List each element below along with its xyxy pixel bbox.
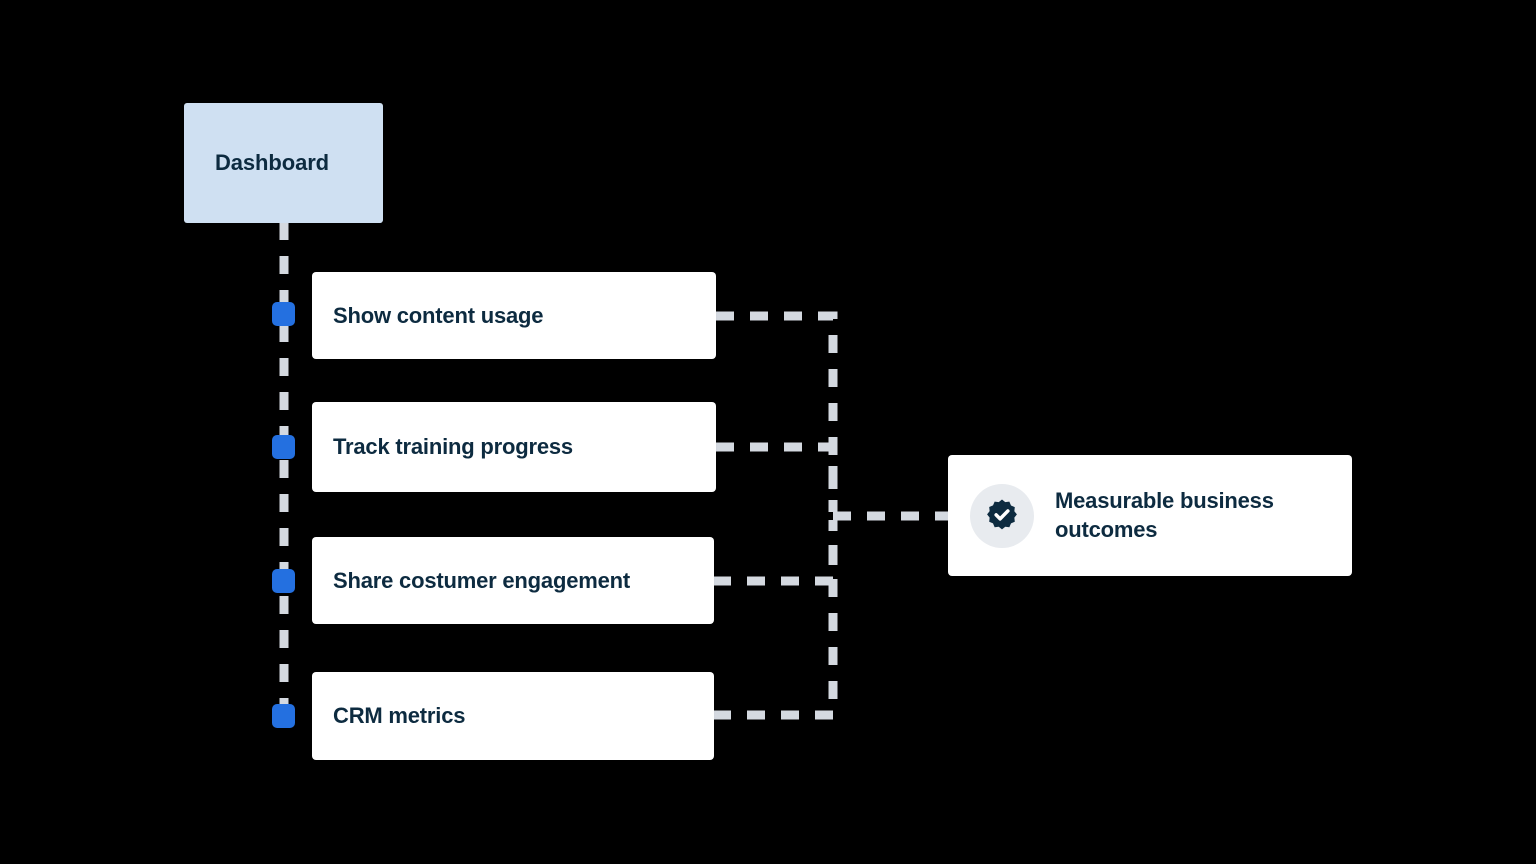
branch-card-label: CRM metrics bbox=[333, 703, 466, 729]
outcome-node-measurable-business-outcomes[interactable]: Measurable business outcomes bbox=[948, 455, 1352, 576]
branch-line-3 bbox=[713, 520, 838, 586]
branch-line-4 bbox=[713, 520, 838, 720]
root-node-dashboard[interactable]: Dashboard bbox=[184, 103, 383, 223]
trunk-marker-4[interactable] bbox=[272, 704, 295, 728]
branch-line-2 bbox=[716, 442, 838, 512]
branch-card-track-training-progress[interactable]: Track training progress bbox=[312, 402, 716, 492]
branch-card-show-content-usage[interactable]: Show content usage bbox=[312, 272, 716, 359]
branch-card-label: Show content usage bbox=[333, 302, 544, 328]
root-node-label: Dashboard bbox=[215, 150, 330, 175]
trunk-marker-2[interactable] bbox=[272, 435, 295, 459]
branch-card-label: Track training progress bbox=[333, 434, 573, 460]
outcome-node-label: Measurable business outcomes bbox=[1055, 488, 1274, 542]
branch-line-1 bbox=[716, 311, 838, 512]
badge-check-icon bbox=[970, 483, 1034, 548]
branch-card-share-costumer-engagement[interactable]: Share costumer engagement bbox=[312, 537, 714, 624]
trunk-marker-1[interactable] bbox=[272, 302, 295, 326]
trunk-marker-3[interactable] bbox=[272, 569, 295, 593]
branch-card-label: Share costumer engagement bbox=[333, 567, 630, 593]
branch-card-crm-metrics[interactable]: CRM metrics bbox=[312, 672, 714, 760]
